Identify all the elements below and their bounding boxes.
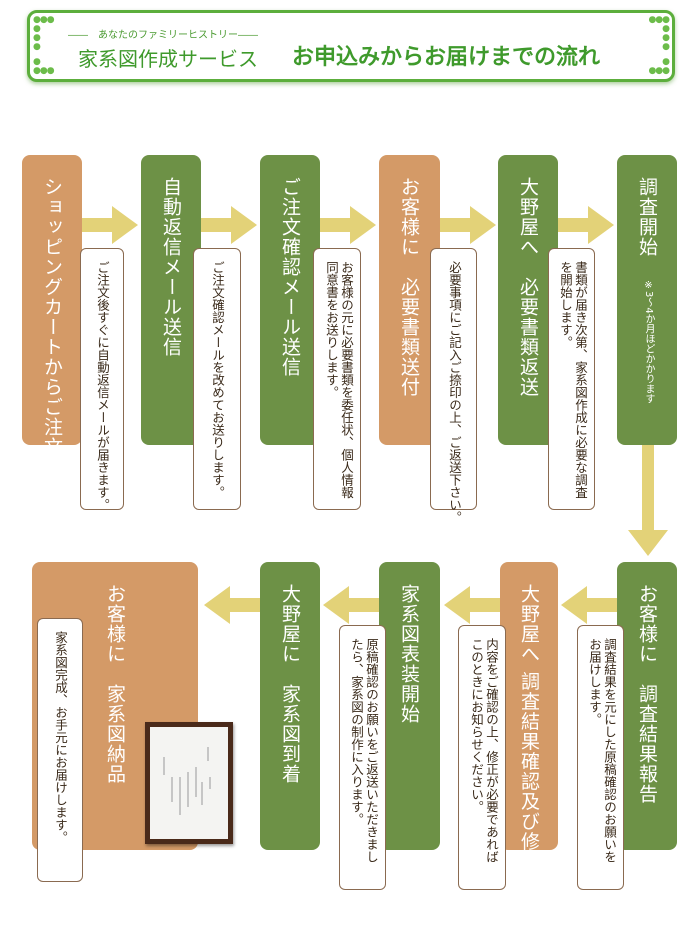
step-note-text: 内容をご確認の上、修正が必要であれば このときにお知らせください。 [469,638,499,863]
step-note-text: 家系図完成、お手元にお届けします。 [53,631,68,844]
step-title: 大野屋に 家系図到着 [279,584,301,784]
step-1-box: ショッピングカートからご注文 [22,155,82,457]
step-4-note: 必要事項にご記入ご捺印の上、ご返送下さい。 [430,248,477,524]
step-note-text: 調査結果を元にした原稿確認のお願いを お届けします。 [587,638,617,863]
arrow-right-icon [201,206,257,244]
arrow-right-icon [440,206,496,244]
header-banner: ●●●●●● ●●●●●● ●●●● ●●●● ―― あなたのファミリーヒストリ… [27,10,675,82]
step-2-box: 自動返信メール送信 [141,155,201,445]
page-title: お申込みからお届けまでの流れ [292,45,601,70]
step-7-note: 調査結果を元にした原稿確認のお願いを お届けします。 [577,625,624,890]
step-11-note: 家系図完成、お手元にお届けします。 [37,618,83,882]
arrow-left-icon [204,586,260,624]
step-7-box: お客様に 調査結果報告 [617,562,677,850]
arrow-down-icon [628,445,668,556]
arrow-right-icon [320,206,376,244]
corner-dots-decoration: ●●●●●● [33,15,55,52]
step-4-box: お客様に 必要書類送付 [379,155,440,445]
step-title: お客様に 調査結果報告 [636,584,658,804]
step-title: 大野屋へ 必要書類返送 [517,177,539,397]
step-8-box: 大野屋へ 調査結果確認及び修正依頼 [500,562,558,911]
step-note-text: ご注文確認メールを改めてお送りします。 [210,261,225,499]
step-title: 調査開始 [636,177,658,257]
step-note-text: お客様の元に必要書類を委任状、個人情報 同意書をお送りします。 [324,261,354,499]
framed-family-tree-image [145,722,233,844]
step-2-note: ご注文確認メールを改めてお送りします。 [193,248,241,510]
corner-dots-decoration: ●●●● [33,57,55,76]
step-9-box: 家系図表装開始 [379,562,440,850]
step-title: 家系図表装開始 [398,584,420,724]
step-title: 自動返信メール送信 [160,177,182,357]
service-name: 家系図作成サービス [78,47,258,71]
step-title: お客様に 必要書類送付 [398,177,420,397]
step-title: お客様に 家系図納品 [104,584,126,784]
step-note-text: ご注文後すぐに自動返信メールが届きます。 [95,261,110,511]
step-1-note: ご注文後すぐに自動返信メールが届きます。 [80,248,124,511]
header-subtitle: ―― あなたのファミリーヒストリー―― [68,30,258,41]
step-5-note: 書類が届き次第、家系図作成に必要な調査 を開始します。 [548,248,595,510]
step-note-text: 必要事項にご記入ご捺印の上、ご返送下さい。 [447,261,462,524]
step-note-text: 書類が届き次第、家系図作成に必要な調査 を開始します。 [558,261,588,499]
step-3-note: お客様の元に必要書類を委任状、個人情報 同意書をお送りします。 [313,248,361,510]
step-note-text: 原稿確認のお願いをご返送いただきまし たら、家系図の制作に入ります。 [349,638,379,863]
arrow-left-icon [444,586,500,624]
corner-dots-decoration: ●●●●●● [648,15,670,52]
step-9-note: 原稿確認のお願いをご返送いただきまし たら、家系図の制作に入ります。 [339,625,386,890]
step-title: 大野屋へ 調査結果確認及び修正依頼 [518,584,540,912]
step-10-box: 大野屋に 家系図到着 [260,562,320,850]
family-tree-chart-icon [163,747,211,815]
step-8-note: 内容をご確認の上、修正が必要であれば このときにお知らせください。 [458,625,506,890]
step-title: ショッピングカートからご注文 [41,177,63,457]
step-3-box: ご注文確認メール送信 [260,155,320,445]
arrow-left-icon [323,586,379,624]
step-6-box: 調査開始 ※3～4か月ほどかかります [617,155,677,445]
arrow-left-icon [561,586,617,624]
duration-note: ※3～4か月ほどかかります [643,280,654,404]
step-title: ご注文確認メール送信 [279,177,301,377]
arrow-right-icon [82,206,138,244]
corner-dots-decoration: ●●●● [648,57,670,76]
arrow-right-icon [558,206,614,244]
